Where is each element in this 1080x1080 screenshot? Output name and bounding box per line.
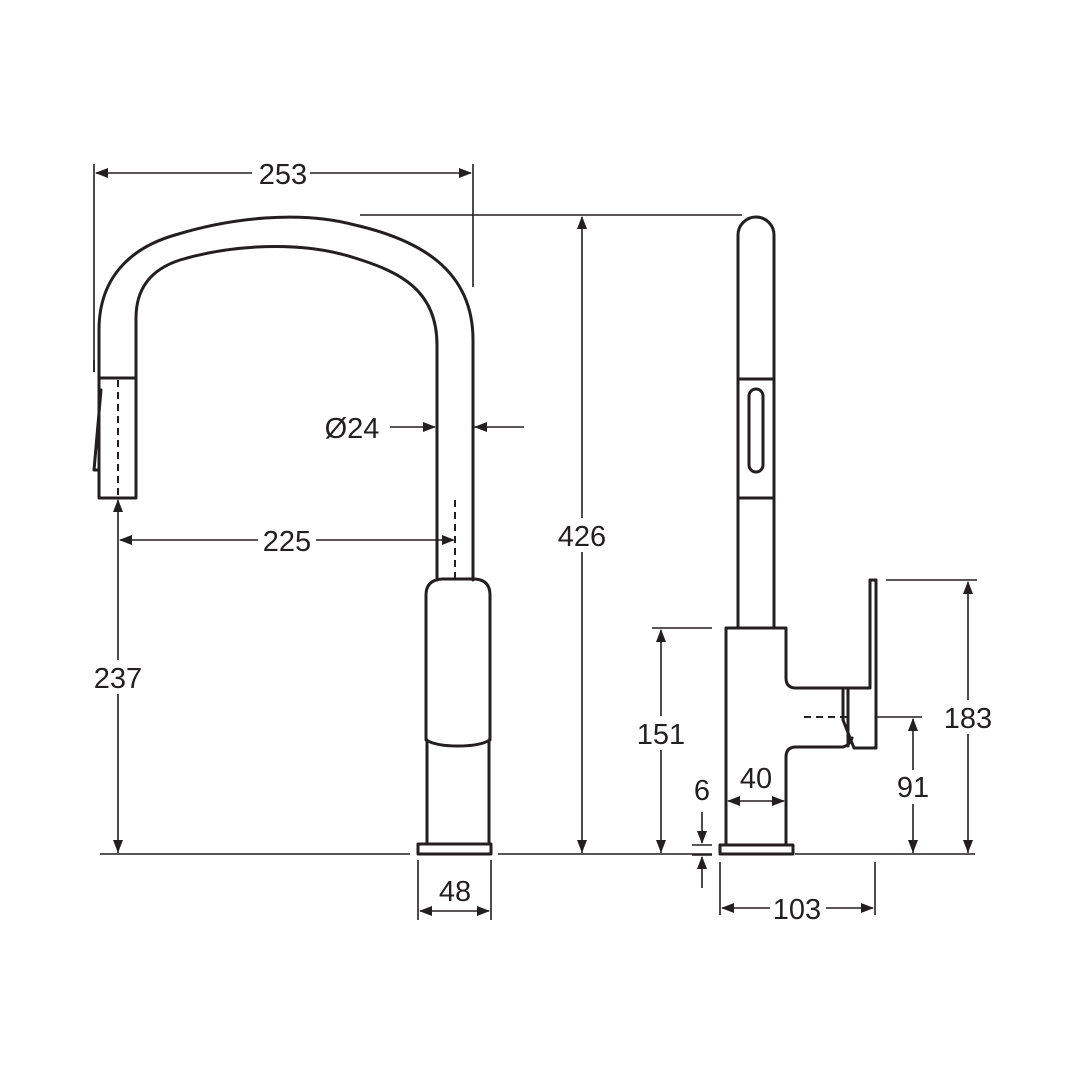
dim-24-arrow-left (423, 422, 436, 432)
dim-spout-diameter: Ø24 (325, 413, 380, 445)
dim-48-arrow-left (419, 906, 432, 916)
base-plate (416, 842, 493, 856)
dim-6-arrow-top (697, 831, 707, 844)
dim-base-diameter: 48 (439, 876, 471, 908)
dim-overall-height: 426 (558, 521, 606, 553)
spray-head (97, 376, 138, 500)
spray-head-trigger (92, 388, 103, 472)
side-mixer-body-lower (784, 736, 854, 846)
dim-lever-top-height: 183 (944, 703, 992, 735)
dim-225-arrow-right (442, 535, 455, 545)
dim-151-arrow-top (656, 629, 666, 642)
dim-426-arrow-bottom (577, 840, 587, 853)
dim-48-arrow-right (477, 906, 490, 916)
dim-body-height: 151 (637, 719, 685, 751)
dim-183-arrow-bottom (963, 840, 973, 853)
dim-24-arrow-right (474, 422, 487, 432)
side-spout-pillar (736, 215, 776, 630)
dim-spout-overall-width: 253 (259, 159, 307, 191)
dim-103-arrow-left (721, 903, 734, 913)
dim-base-plate-thickness: 6 (694, 775, 710, 807)
dim-237-arrow-top (113, 499, 123, 512)
dim-spout-reach: 225 (263, 526, 311, 558)
side-mixer-body (724, 578, 878, 846)
dim-253-arrow-left (95, 168, 108, 178)
dim-40-arrow-left (727, 796, 740, 806)
dim-body-width: 40 (740, 763, 772, 795)
dim-253-arrow-right (459, 168, 472, 178)
dim-183-arrow-top (963, 581, 973, 594)
dim-237-arrow-bottom (113, 840, 123, 853)
spout-inner-curve (134, 245, 439, 582)
spray-button-slot (747, 387, 765, 474)
dim-6-arrow-bottom (697, 856, 707, 869)
dim-spout-outlet-height: 237 (94, 663, 142, 695)
dim-225-arrow-left (119, 535, 132, 545)
dim-103-arrow-right (861, 903, 874, 913)
front-view: 253 Ø24 225 237 48 (90, 157, 712, 920)
dim-91-arrow-top (908, 718, 918, 731)
mixer-body-upper (424, 577, 492, 748)
side-base-plate (718, 843, 795, 856)
dim-91-arrow-bottom (908, 840, 918, 853)
spout-outer-curve (97, 215, 475, 582)
dim-426-arrow-top (577, 216, 587, 229)
dim-40-arrow-right (772, 796, 785, 806)
dim-lever-axis-height: 91 (897, 772, 929, 804)
side-view: 426 151 40 6 91 183 (360, 214, 996, 926)
dim-overall-depth: 103 (773, 894, 821, 926)
dim-151-arrow-bottom (656, 840, 666, 853)
